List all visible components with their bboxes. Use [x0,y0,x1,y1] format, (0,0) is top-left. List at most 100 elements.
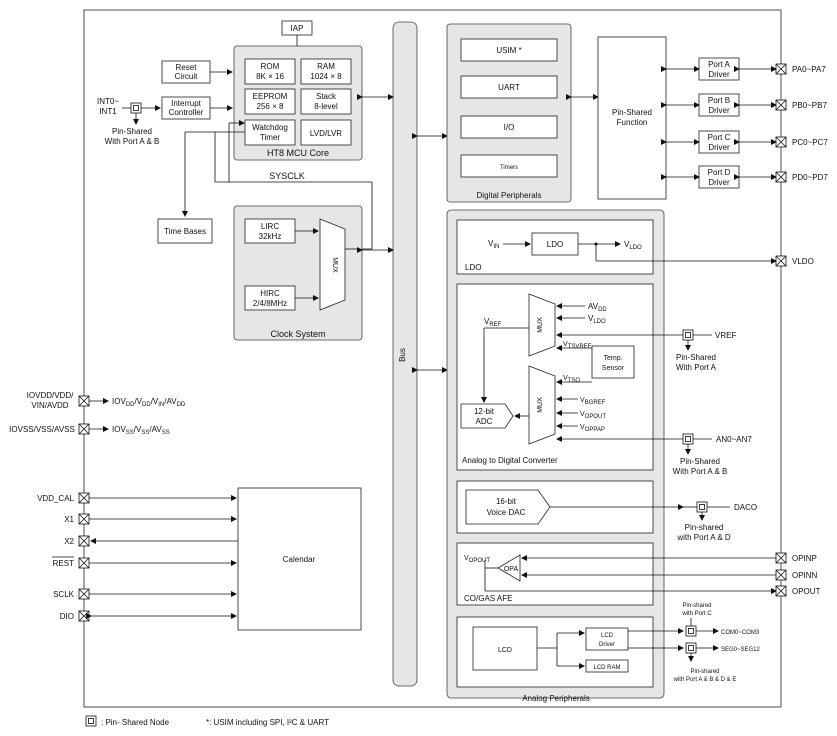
adc-mux-bottom: MUX [528,365,556,445]
legend-node-label: : Pin- Shared Node [101,718,170,727]
voice-dac-box: 16-bit Voice DAC [465,489,551,525]
svg-text:Interrupt: Interrupt [171,99,202,108]
svg-text:Driver: Driver [708,106,730,115]
svg-text:Stack: Stack [316,92,337,101]
svg-text:RAM: RAM [317,62,335,71]
calendar-pins: VDD_CAL X1 X2 REST SCLK DIO [37,492,238,622]
svg-text:Circuit: Circuit [175,72,198,81]
legend-usim-note: *: USIM including SPI, I²C & UART [206,718,329,727]
lcd-box: LCD [472,626,538,671]
svg-text:LDO: LDO [547,240,563,249]
ldo-title: LDO [465,263,481,272]
svg-text:Driver: Driver [708,143,730,152]
analog-peripherals-title: Analog Peripherals [522,694,590,703]
svg-text:EEPROM: EEPROM [253,92,288,101]
bus [392,21,418,687]
ldo-vout-label: VLDO [624,240,642,251]
vdd-cal-pin-label: VDD_CAL [37,494,74,503]
svg-text:OPOUT: OPOUT [792,587,821,596]
pin-iovdd [78,395,90,407]
svg-text:HIRC: HIRC [260,289,280,298]
svg-text:I/O: I/O [504,123,515,132]
lvd-box: LVD/LVR [300,119,352,146]
ldo-box: LDO [531,232,579,256]
svg-text:VTSO: VTSO [563,375,580,384]
x1-pin-label: X1 [64,515,74,524]
hirc-box: HIRC 2/4/8MHz [244,285,296,311]
pin-pd: PD0~PD7 [775,171,828,183]
svg-text:16-bit: 16-bit [496,497,517,506]
svg-text:PD0~PD7: PD0~PD7 [792,173,828,182]
svg-text:Driver: Driver [708,178,730,187]
afe-title: CO/GAS AFE [464,594,512,603]
svg-text:Pin-Shared: Pin-Shared [676,353,716,362]
svg-text:With Port A & B: With Port A & B [673,467,728,476]
com-pin-shared-node-icon [685,625,697,637]
watchdog-box: Watchdog Timer [244,119,296,146]
svg-text:PB0~PB7: PB0~PB7 [792,101,827,110]
afe-panel [456,542,654,606]
adc-title: Analog to Digital Converter [462,456,558,465]
eeprom-box: EEPROM 256 × 8 [244,88,296,115]
svg-text:1024 × 8: 1024 × 8 [310,72,342,81]
daco-pin-label: DACO [734,503,757,512]
svg-text:LIRC: LIRC [261,222,279,231]
iap-label: IAP [291,24,304,33]
io-box: I/O [460,115,558,139]
pin-opinp: OPINP [775,552,817,564]
int-pin-label: INT0~ [97,97,119,106]
seg-pin-shared-node-icon [685,642,697,654]
pin-opout: OPOUT [775,585,821,597]
svg-text:Pin-shared: Pin-shared [682,603,711,609]
svg-text:LCD: LCD [601,633,614,639]
svg-text:USIM *: USIM * [496,46,521,55]
rest-pin-label: REST [53,559,74,568]
adc-box: 12-bit ADC [460,403,514,429]
svg-text:INT1: INT1 [99,107,117,116]
svg-text:PC0~PC7: PC0~PC7 [792,138,828,147]
svg-text:Pin-Shared: Pin-Shared [680,457,720,466]
calendar-box: Calendar [237,487,362,631]
clock-system-title: Clock System [270,329,325,339]
svg-text:Sensor: Sensor [602,365,625,372]
x2-pin-label: X2 [64,537,74,546]
pin-opinn: OPINN [775,569,818,581]
svg-text:ROM: ROM [261,62,280,71]
rom-box: ROM 8K × 16 [244,58,296,85]
svg-text:Time Bases: Time Bases [164,227,206,236]
lcd-driver-box: LCD Driver [585,627,629,651]
svg-text:Port B: Port B [708,96,730,105]
svg-text:Reset: Reset [176,63,198,72]
right-pins: PA0~PA7 PB0~PB7 PC0~PC7 PD0~PD7 VLDO OPI… [775,63,828,597]
svg-text:VOPPAP: VOPPAP [580,424,605,433]
stack-box: Stack 8-level [300,88,352,115]
pin-shared-function-box: Pin-Shared Function [597,36,667,200]
ldo-panel [456,219,654,275]
svg-text:VREF: VREF [484,317,502,328]
port-d-driver: Port D Driver [698,165,740,189]
svg-text:VOPOUT: VOPOUT [580,411,606,420]
legend: : Pin- Shared Node *: USIM including SPI… [85,715,329,727]
svg-text:Pin-shared: Pin-shared [690,669,719,675]
dio-pin-label: DIO [60,612,74,621]
reset-circuit-box: Reset Circuit [161,60,211,84]
svg-text:VTSVREF: VTSVREF [563,341,592,350]
pin-vldo: VLDO [775,255,814,267]
svg-text:32kHz: 32kHz [259,232,282,241]
svg-text:Calendar: Calendar [283,555,316,564]
svg-text:VLDO: VLDO [588,314,606,325]
svg-text:With Port A: With Port A [676,363,717,372]
svg-text:MUX: MUX [331,257,338,273]
vref-pin-shared-node-icon [682,329,694,341]
svg-text:VLDO: VLDO [792,257,814,266]
svg-text:OPINN: OPINN [792,571,818,580]
opa-symbol: OPA [497,554,521,582]
lirc-box: LIRC 32kHz [244,218,296,244]
svg-text:Port A: Port A [708,60,730,69]
ram-box: RAM 1024 × 8 [300,58,352,85]
iovdd-pin-label: IOVDD/VDD/ [27,391,74,400]
svg-text:Function: Function [617,118,648,127]
seg-pin-label: SEG0~SEG12 [721,647,761,653]
temp-sensor-box: Temp. Sensor [591,345,635,379]
